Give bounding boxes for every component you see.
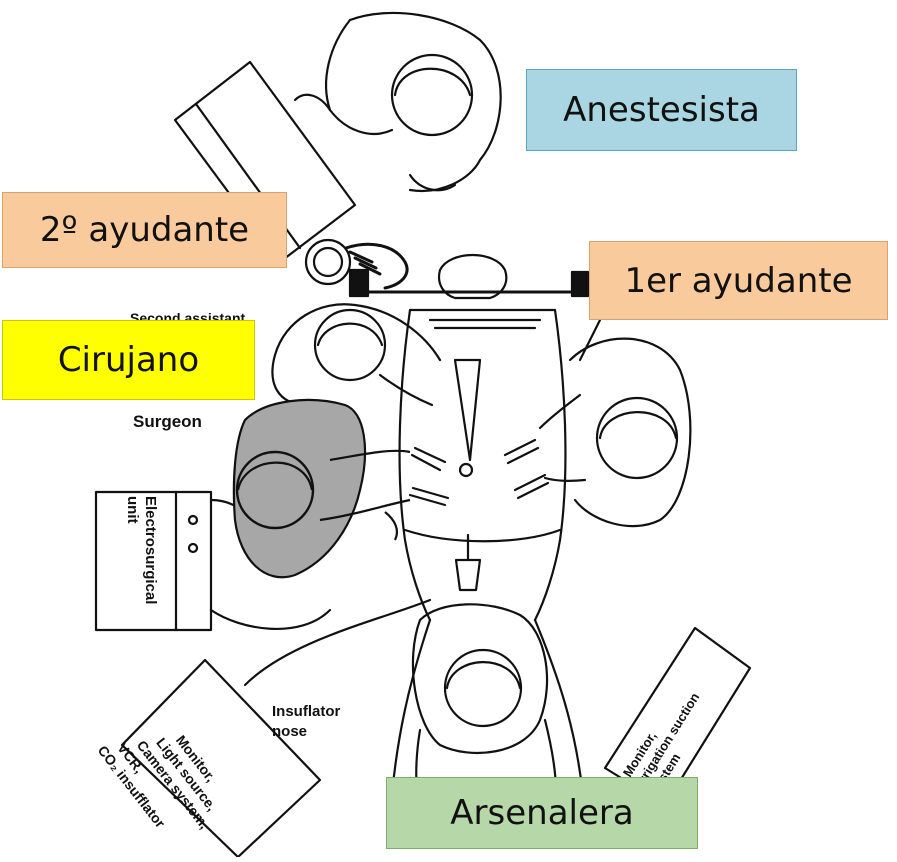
electrosurgical-text-group: Electrosurgical unit <box>124 496 159 604</box>
electrosurgical-text-line1: Electrosurgical <box>142 496 159 604</box>
first-assistant-figure <box>540 320 690 526</box>
patient-head <box>350 255 588 298</box>
electrosurgical-text-line2: unit <box>124 496 141 524</box>
label-anestesista: Anestesista <box>526 69 797 151</box>
surgeon-text: Surgeon <box>133 412 202 431</box>
label-cirujano: Cirujano <box>2 320 255 400</box>
label-arsenalera: Arsenalera <box>386 777 698 849</box>
insuflator-text-line2: nose <box>272 723 307 740</box>
label-primer-ayudante: 1er ayudante <box>589 241 888 320</box>
second-assistant-figure <box>272 304 440 405</box>
surgeon-figure <box>234 400 410 577</box>
label-segundo-ayudante: 2º ayudante <box>2 192 287 268</box>
trocars <box>410 360 548 590</box>
left-cart-text-group: Monitor, Light source, Camera system, VC… <box>95 701 240 853</box>
patient-body <box>390 310 585 820</box>
insuflator-text-line1: Insuflator <box>272 703 340 720</box>
